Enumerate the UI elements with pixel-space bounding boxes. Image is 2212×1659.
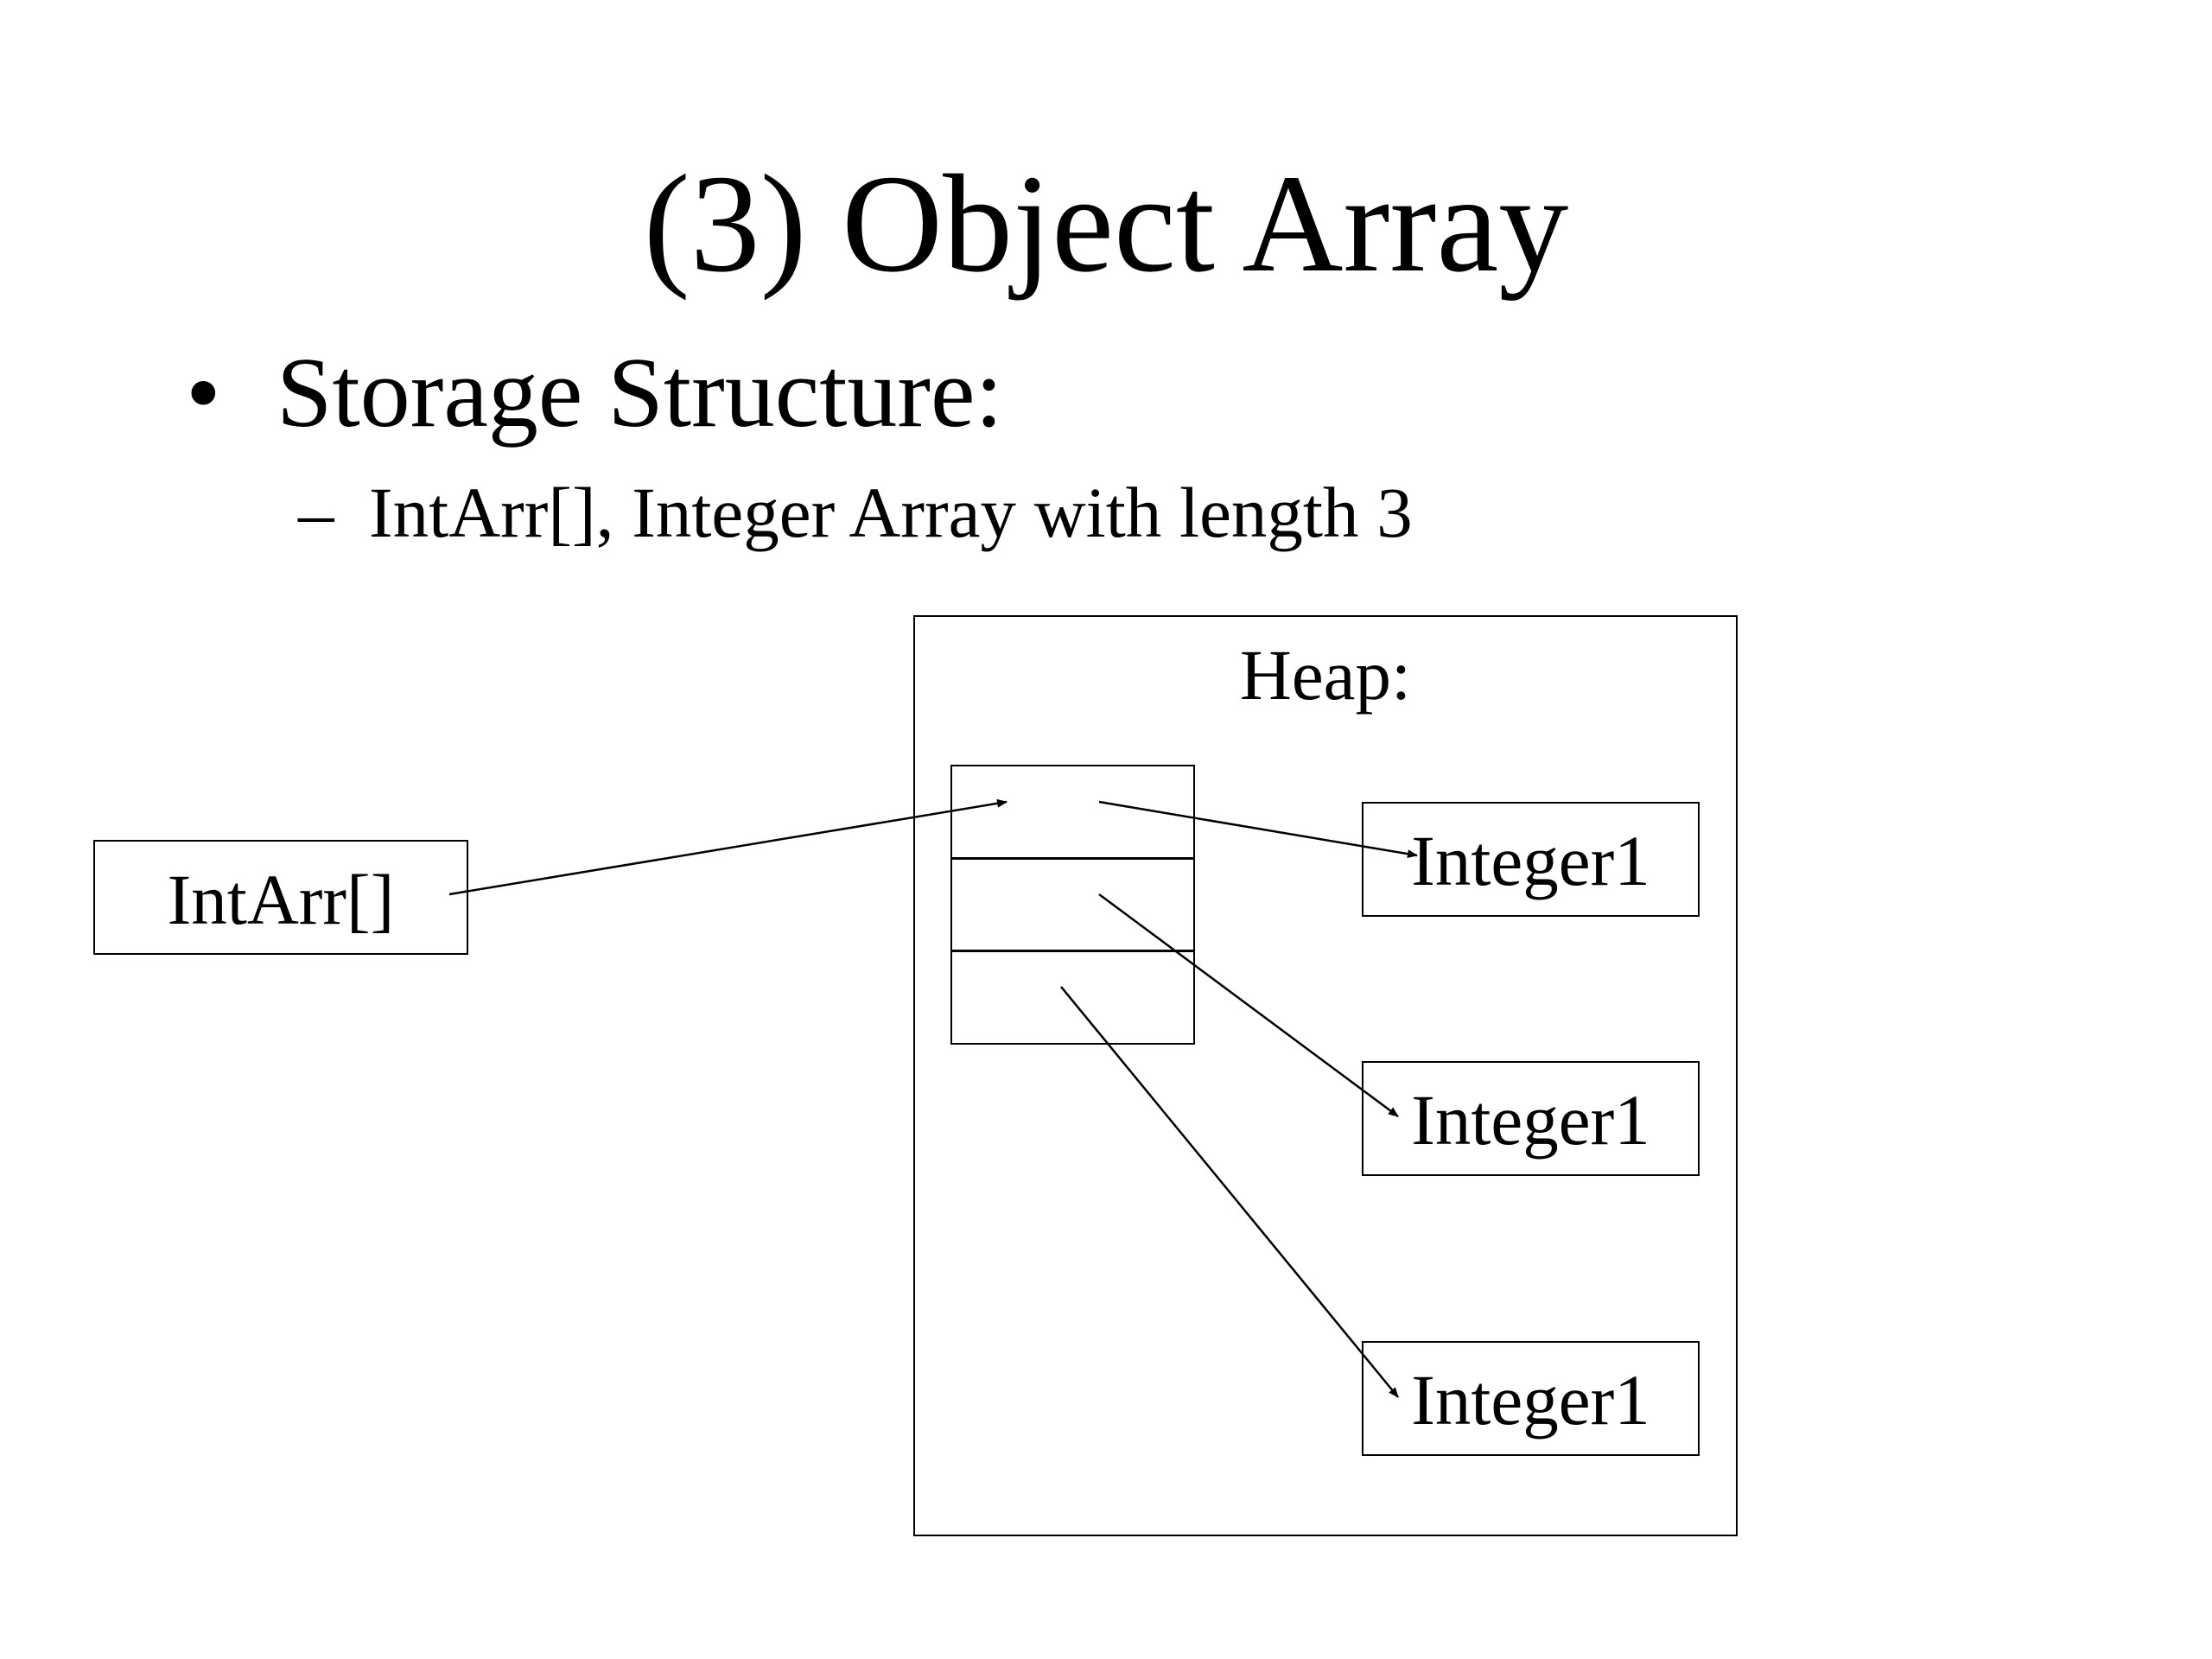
- arrow-cell2-to-integer: [1060, 986, 1399, 1398]
- array-cell-0: [950, 765, 1195, 860]
- array-cell-1: [950, 857, 1195, 952]
- bullet-storage-structure: • Storage Structure:: [186, 337, 1003, 449]
- integer-object-label-0: Integer1: [1411, 821, 1650, 900]
- heap-box: [913, 615, 1738, 1536]
- intarr-reference-box: [93, 840, 468, 955]
- integer-object-box-2: [1362, 1341, 1700, 1456]
- arrow-cell1-to-integer: [1098, 893, 1399, 1118]
- slide-title: (3) Object Array: [643, 147, 1569, 302]
- arrow-cell0-to-integer: [1098, 800, 1418, 859]
- integer-object-box-1: [1362, 1061, 1700, 1176]
- sub-bullet-mark: –: [298, 473, 334, 552]
- intarr-reference-label: IntArr[]: [167, 860, 395, 939]
- bullet-text: Storage Structure:: [276, 338, 1003, 448]
- array-cell-2: [950, 950, 1195, 1045]
- heap-label: Heap:: [1239, 635, 1412, 715]
- sub-bullet-text: IntArr[], Integer Array with length 3: [369, 473, 1413, 552]
- integer-object-box-0: [1362, 802, 1700, 917]
- arrow-ref-to-array: [448, 798, 1007, 896]
- integer-object-label-2: Integer1: [1411, 1360, 1650, 1440]
- bullet-mark: •: [186, 338, 221, 448]
- integer-object-label-1: Integer1: [1411, 1080, 1650, 1160]
- sub-bullet-intarr: –IntArr[], Integer Array with length 3: [298, 471, 1413, 554]
